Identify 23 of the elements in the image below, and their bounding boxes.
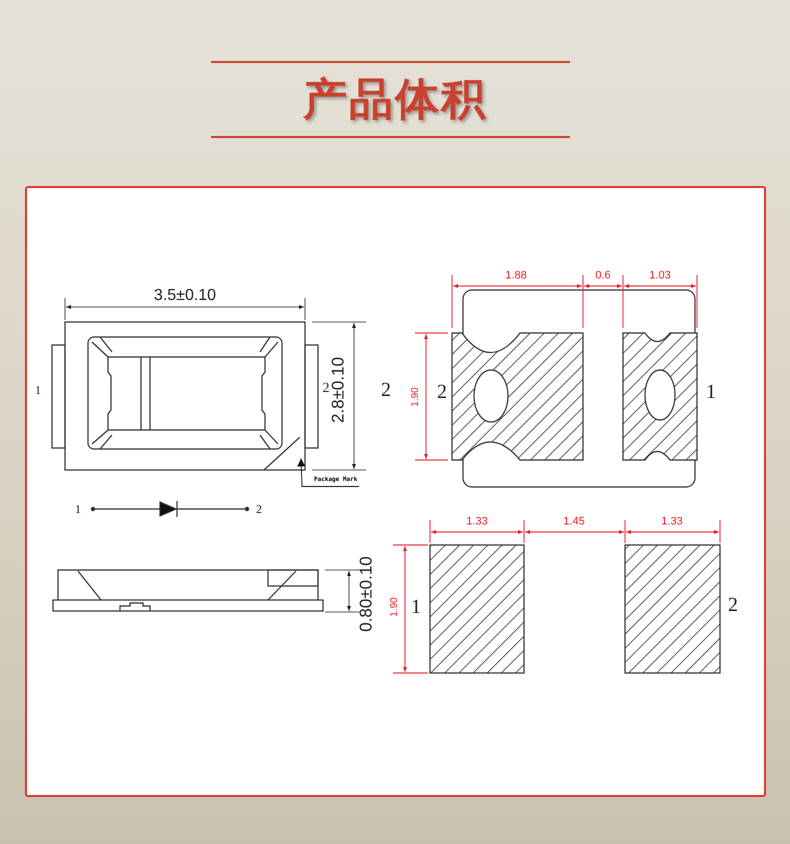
pin-number: 2 [728, 595, 738, 615]
pin-number: 2 [437, 382, 447, 402]
pin-number: 1 [411, 597, 421, 617]
pin-number: 1 [706, 382, 716, 402]
pin-number: 1 [75, 503, 81, 515]
dimension-value: 0.6 [595, 270, 611, 282]
dimension-value: 1.03 [649, 270, 671, 282]
dimension-value: 1.88 [505, 270, 527, 282]
dimension-value: 1.90 [390, 597, 400, 617]
dimension-value: 2.8±0.10 [330, 356, 346, 424]
pin-number: 1 [35, 384, 41, 396]
dimension-value: 3.5±0.10 [154, 288, 216, 304]
page-title: 产品体积 [302, 73, 488, 127]
dimension-value: 1.33 [661, 516, 683, 528]
dimension-value: 1.90 [411, 387, 421, 407]
leader-line [297, 458, 310, 487]
pin-number: 2 [322, 382, 330, 396]
dimension-value: 0.80±0.10 [358, 556, 374, 632]
pin-number: 2 [256, 503, 262, 515]
dimension-value: 1.33 [466, 516, 488, 528]
pin-number: 2 [381, 380, 391, 400]
package-mark-line [264, 437, 300, 470]
dimension-value: 1.45 [563, 516, 585, 528]
